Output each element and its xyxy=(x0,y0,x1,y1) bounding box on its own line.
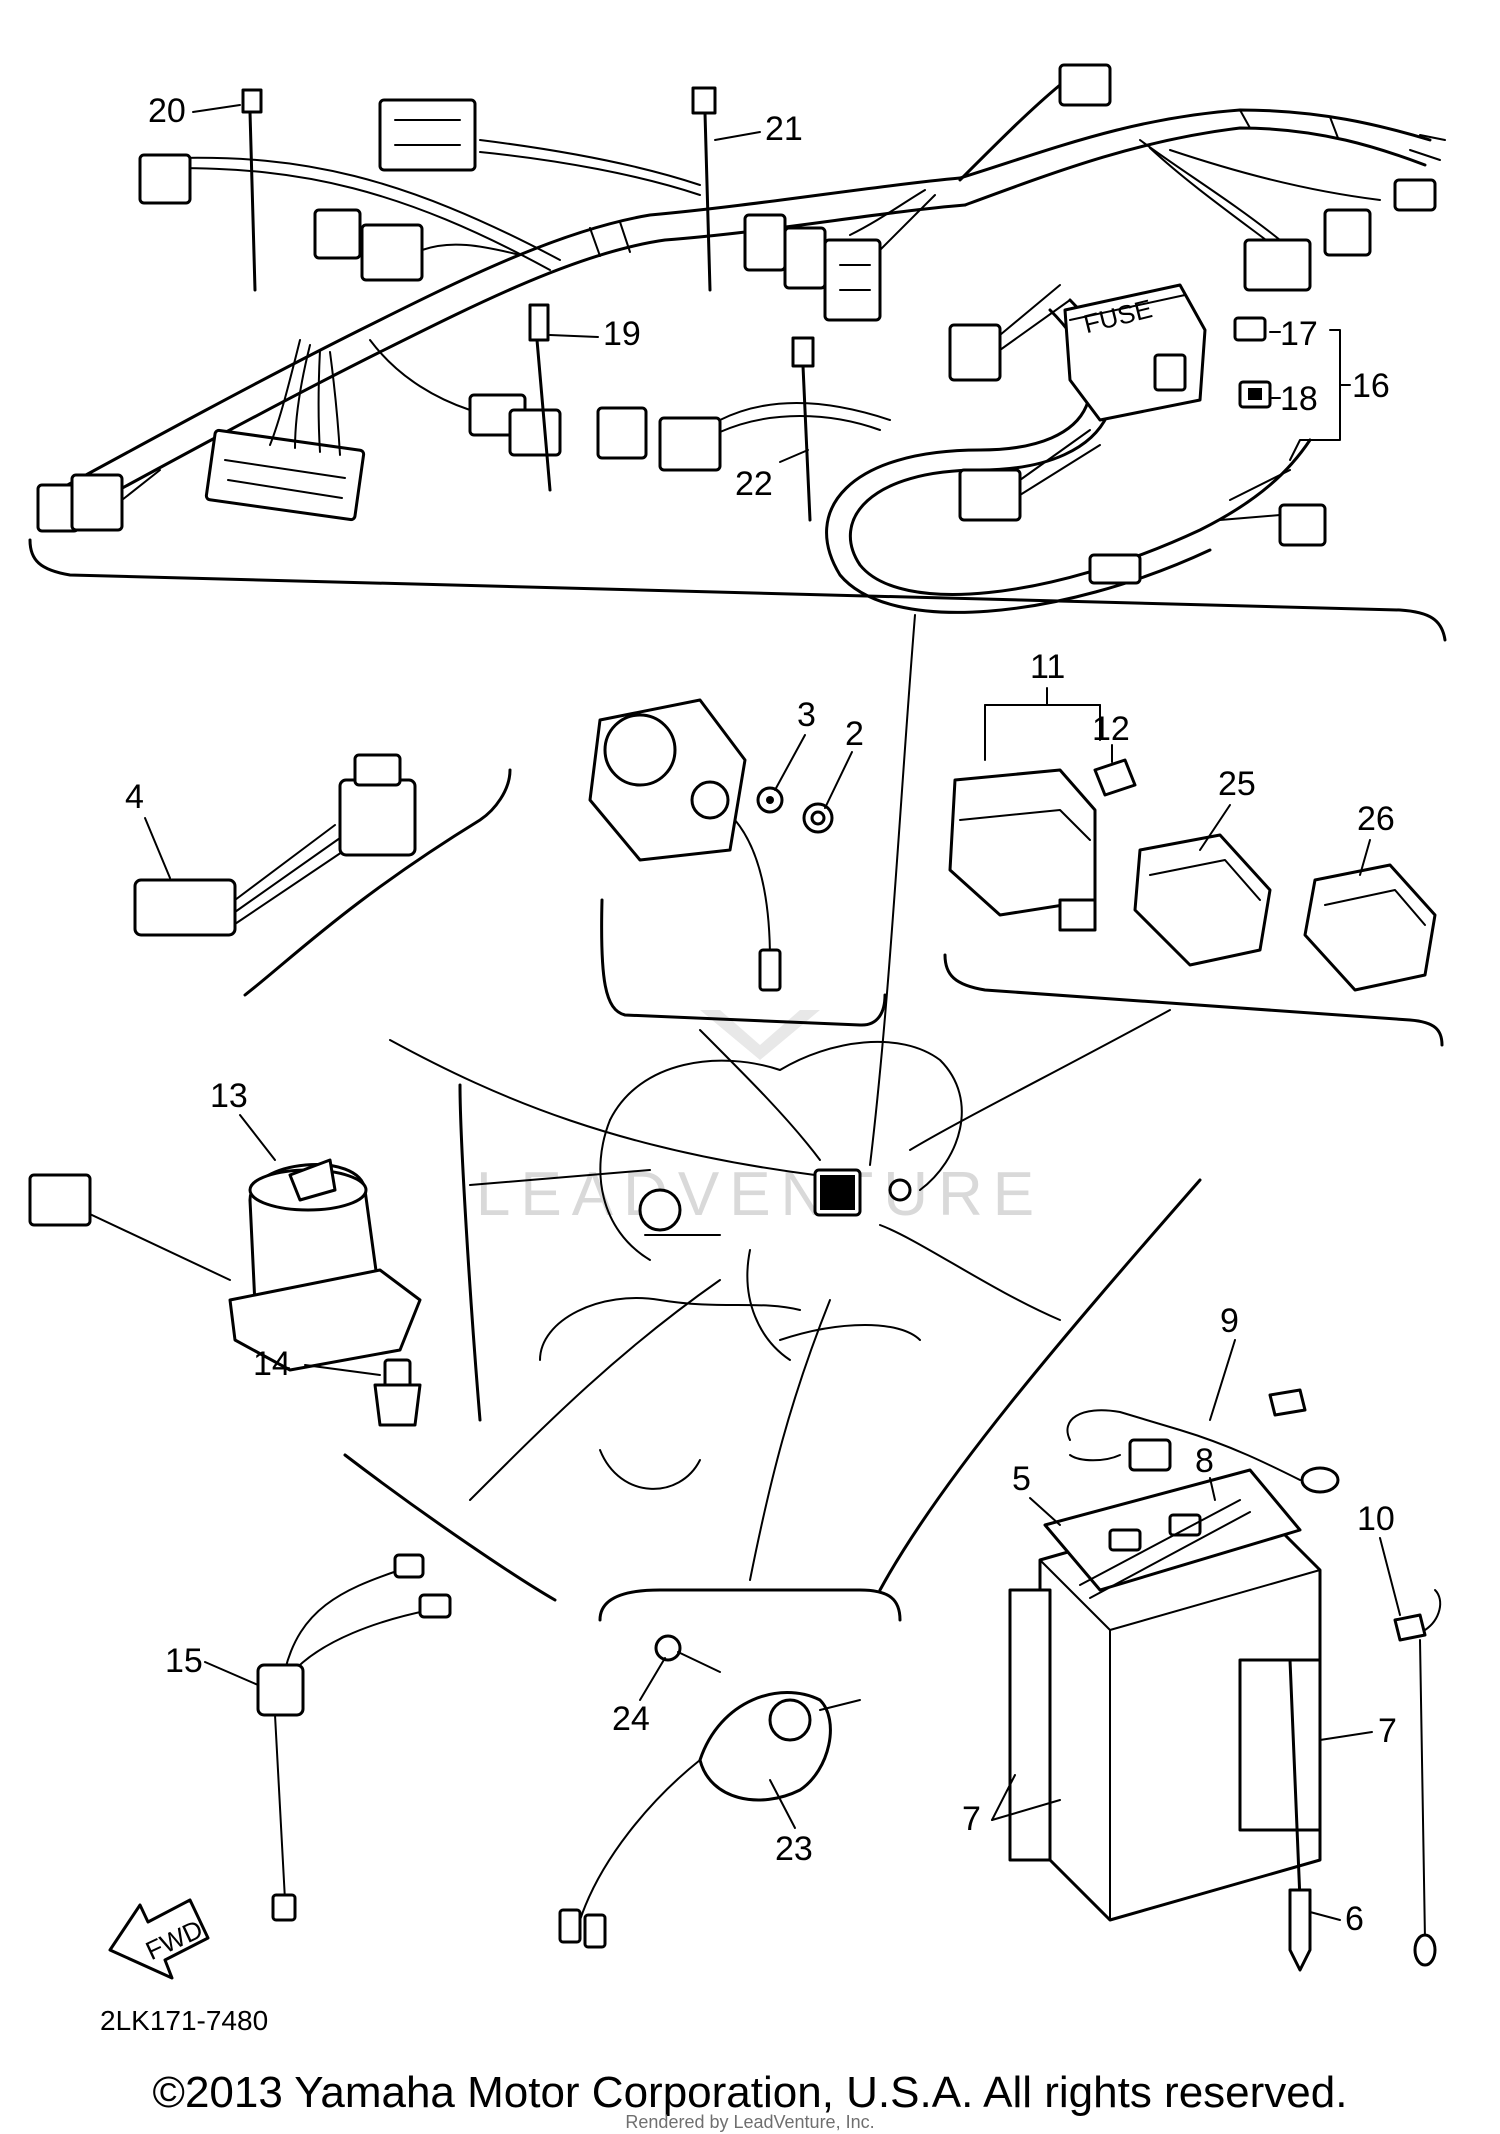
callout-24: 24 xyxy=(612,1700,650,1738)
relay-group-bracket xyxy=(943,953,1444,1047)
callout-7-left: 7 xyxy=(962,1800,981,1838)
part-10-positive-lead xyxy=(1393,1589,1442,1967)
wire-harness-group: FUSE xyxy=(28,63,1447,642)
rendered-by-notice: Rendered by LeadVenture, Inc. xyxy=(625,2112,875,2132)
callout-18: 18 xyxy=(1280,380,1318,418)
motorcycle-frame-center xyxy=(539,1040,963,1490)
part-13-main-switch xyxy=(28,1158,422,1372)
callout-20: 20 xyxy=(148,92,186,130)
fuse-box: FUSE xyxy=(1063,283,1207,422)
callout-21: 21 xyxy=(765,110,803,148)
part-4-bracket xyxy=(243,768,512,997)
part-code: 2LK171-7480 xyxy=(100,2005,268,2036)
connector-multipin-block xyxy=(204,339,366,522)
callout-8: 8 xyxy=(1195,1442,1214,1480)
part-8-battery-band xyxy=(1079,1499,1251,1599)
fwd-arrow-icon: FWD xyxy=(108,1898,210,1980)
neutral-switch-bracket xyxy=(343,1453,557,1602)
callouts: 20 21 19 22 17 18 16 11 12 25 26 xyxy=(125,92,1401,1938)
part-26-relay xyxy=(1303,863,1437,992)
cable-tie-20 xyxy=(241,88,263,292)
part-9-negative-lead xyxy=(1066,1388,1340,1494)
callout-11: 11 xyxy=(1030,648,1065,686)
callout-16: 16 xyxy=(1352,367,1390,405)
part-starter-relay xyxy=(588,698,782,992)
callout-12: 12 xyxy=(1092,710,1130,748)
battery-bracket xyxy=(878,1178,1202,1592)
fuse-17 xyxy=(1233,316,1267,342)
part-6-breather-pipe xyxy=(1288,1658,1312,1972)
callout-4: 4 xyxy=(125,778,144,816)
sidestand-bracket xyxy=(598,1588,902,1622)
callout-14: 14 xyxy=(253,1345,291,1383)
connector-near-fuse xyxy=(948,284,1327,585)
callout-26: 26 xyxy=(1357,800,1395,838)
watermark-text: LEADVENTURE xyxy=(476,1160,1044,1229)
callout-19: 19 xyxy=(603,315,641,353)
connector-top-right xyxy=(1058,63,1446,292)
callout-10: 10 xyxy=(1357,1500,1395,1538)
copyright-notice: ©2013 Yamaha Motor Corporation, U.S.A. A… xyxy=(152,2068,1348,2117)
part-14-screw xyxy=(373,1358,422,1427)
main-switch-bracket xyxy=(458,1083,482,1422)
callout-5: 5 xyxy=(1012,1460,1031,1498)
connector-left-pair xyxy=(36,469,161,533)
part-12-clip xyxy=(1093,758,1137,797)
watermark: LEADVENTURE xyxy=(476,1010,1044,1229)
part-15-neutral-switch xyxy=(256,1553,452,1922)
cable-tie-19 xyxy=(528,303,552,492)
callout-13: 13 xyxy=(210,1077,248,1115)
callout-7-right: 7 xyxy=(1378,1712,1397,1750)
connector-near-22 xyxy=(596,402,891,472)
starter-relay-bracket xyxy=(600,898,887,1027)
callout-22: 22 xyxy=(735,465,773,503)
harness-group-bracket xyxy=(28,538,1447,642)
cable-tie-21 xyxy=(691,86,717,292)
part-23-sidestand-switch xyxy=(558,1691,861,1949)
part-2-nut xyxy=(802,802,834,834)
callout-25: 25 xyxy=(1218,765,1256,803)
part-24-bolt xyxy=(654,1634,721,1673)
connector-near-19 xyxy=(369,339,562,457)
callout-3: 3 xyxy=(797,696,816,734)
callout-23: 23 xyxy=(775,1830,813,1868)
callout-17: 17 xyxy=(1280,315,1318,353)
part-4-relay-connector xyxy=(133,753,417,937)
callout-2: 2 xyxy=(845,715,864,753)
callout-15: 15 xyxy=(165,1642,203,1680)
part-7-battery-pad xyxy=(1008,1588,1322,1862)
part-3-washer xyxy=(756,786,784,814)
leader-lines xyxy=(389,614,1171,1581)
callout-6: 6 xyxy=(1345,1900,1364,1938)
connector-top-middle xyxy=(378,98,477,172)
callout-9: 9 xyxy=(1220,1302,1239,1340)
connector-middle-cluster xyxy=(743,189,936,322)
connector-top-left xyxy=(138,153,521,282)
part-11-flasher-relay xyxy=(948,768,1097,932)
cable-tie-22 xyxy=(791,336,815,522)
part-25-relay xyxy=(1133,833,1272,967)
fuse-18 xyxy=(1238,380,1272,409)
